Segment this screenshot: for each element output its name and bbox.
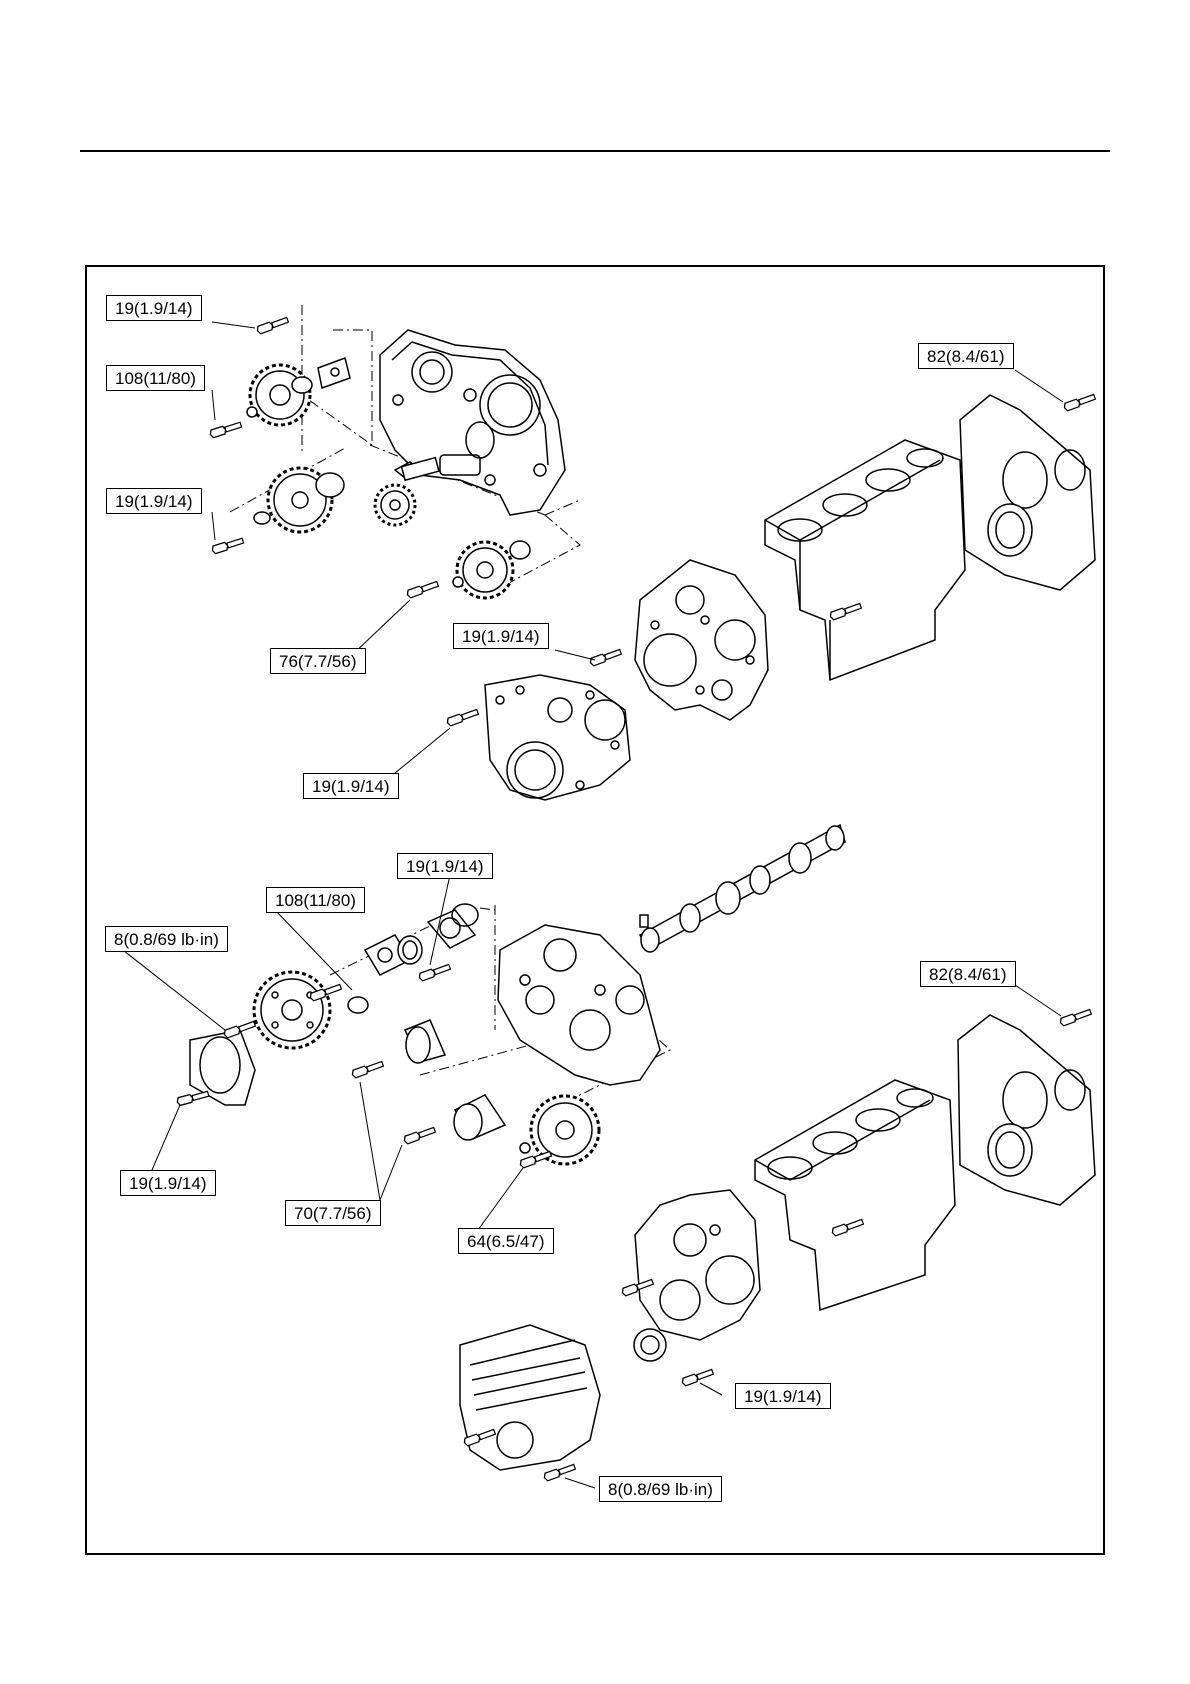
upper-top-gear	[250, 358, 350, 425]
upper-front-cover	[485, 675, 630, 800]
lower-front-cover	[460, 1325, 666, 1470]
lower-rear-gear-case	[635, 1190, 760, 1340]
torque-label: 64(6.5/47)	[458, 1228, 554, 1254]
upper-rear-plate	[960, 395, 1095, 590]
torque-label: 82(8.4/61)	[918, 343, 1014, 369]
torque-label: 8(0.8/69 lb·in)	[105, 926, 228, 952]
upper-idler-gear	[453, 541, 530, 598]
torque-label: 76(7.7/56)	[270, 648, 366, 674]
lower-camshaft	[640, 825, 845, 952]
lower-cam-gear	[254, 972, 330, 1048]
torque-label: 19(1.9/14)	[453, 623, 549, 649]
upper-engine-block	[765, 440, 965, 680]
torque-label: 8(0.8/69 lb·in)	[599, 1476, 722, 1502]
torque-label: 19(1.9/14)	[120, 1170, 216, 1196]
lower-idler-gear	[531, 1096, 599, 1164]
torque-label: 108(11/80)	[106, 365, 205, 391]
torque-label: 108(11/80)	[266, 887, 365, 913]
lower-engine-block	[755, 1080, 955, 1310]
torque-label: 19(1.9/14)	[106, 488, 202, 514]
upper-gear-housing	[380, 330, 565, 515]
upper-assembly	[230, 305, 1095, 800]
torque-label: 19(1.9/14)	[735, 1383, 831, 1409]
torque-label: 19(1.9/14)	[106, 295, 202, 321]
lower-bushings	[405, 1020, 505, 1140]
lower-gear-case	[498, 925, 660, 1085]
torque-label: 19(1.9/14)	[397, 853, 493, 879]
upper-middle-gear	[254, 468, 344, 532]
lower-rear-plate	[958, 1015, 1095, 1205]
lower-assembly	[190, 825, 1095, 1470]
upper-gear-cover-plate	[635, 560, 768, 720]
upper-pinion	[375, 485, 415, 525]
torque-label: 70(7.7/56)	[285, 1200, 381, 1226]
torque-label: 19(1.9/14)	[303, 773, 399, 799]
torque-label: 82(8.4/61)	[920, 961, 1016, 987]
